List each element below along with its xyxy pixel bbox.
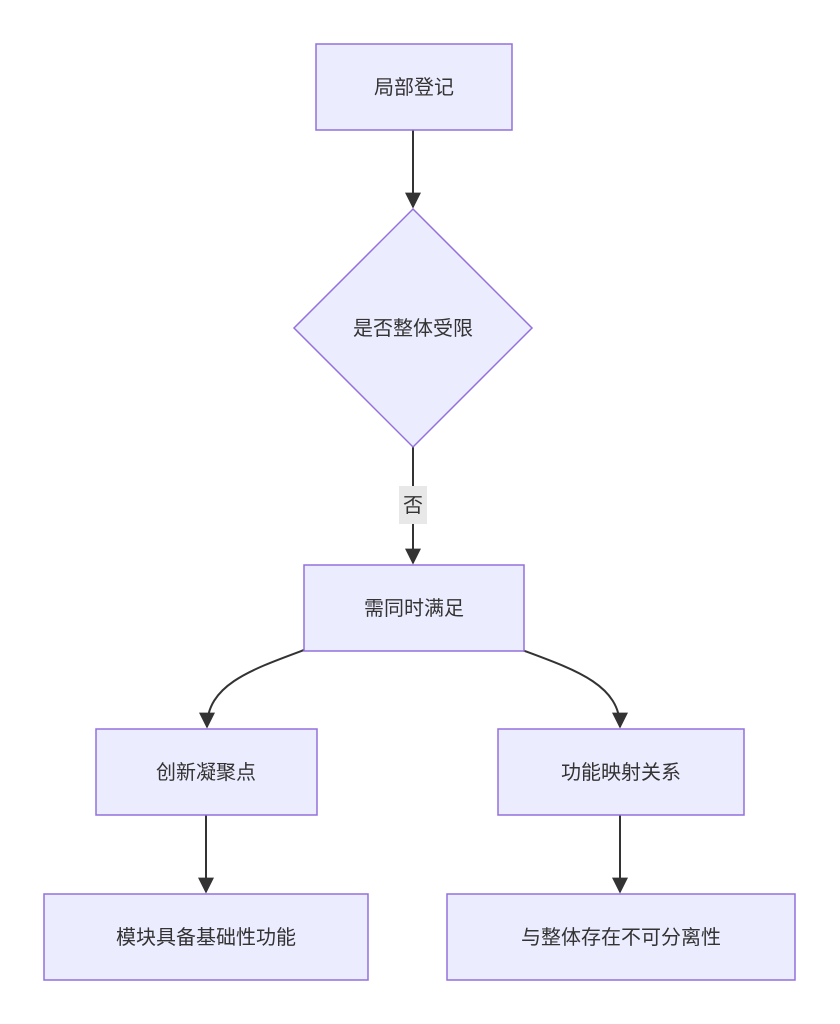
node-local-registration-label: 局部登记 bbox=[374, 75, 454, 99]
node-innovation-point: 创新凝聚点 bbox=[95, 728, 318, 816]
edge-satisfy-to-mapping bbox=[521, 649, 628, 729]
node-inseparable: 与整体存在不可分离性 bbox=[446, 893, 796, 981]
edge-label-no-text: 否 bbox=[403, 493, 423, 517]
node-inseparable-label: 与整体存在不可分离性 bbox=[521, 925, 721, 949]
node-functional-mapping-label: 功能映射关系 bbox=[561, 760, 681, 784]
edge-label-no: 否 bbox=[399, 486, 427, 524]
node-local-registration: 局部登记 bbox=[315, 43, 513, 131]
node-whole-restricted-label: 是否整体受限 bbox=[353, 316, 473, 340]
node-basic-function: 模块具备基础性功能 bbox=[43, 893, 369, 981]
node-functional-mapping: 功能映射关系 bbox=[497, 728, 745, 816]
node-must-satisfy-label: 需同时满足 bbox=[364, 596, 464, 620]
node-innovation-point-label: 创新凝聚点 bbox=[156, 760, 256, 784]
node-whole-restricted-decision: 是否整体受限 bbox=[292, 207, 534, 449]
edge-satisfy-to-innovation bbox=[199, 649, 305, 729]
node-must-satisfy: 需同时满足 bbox=[303, 564, 525, 652]
node-basic-function-label: 模块具备基础性功能 bbox=[116, 925, 296, 949]
